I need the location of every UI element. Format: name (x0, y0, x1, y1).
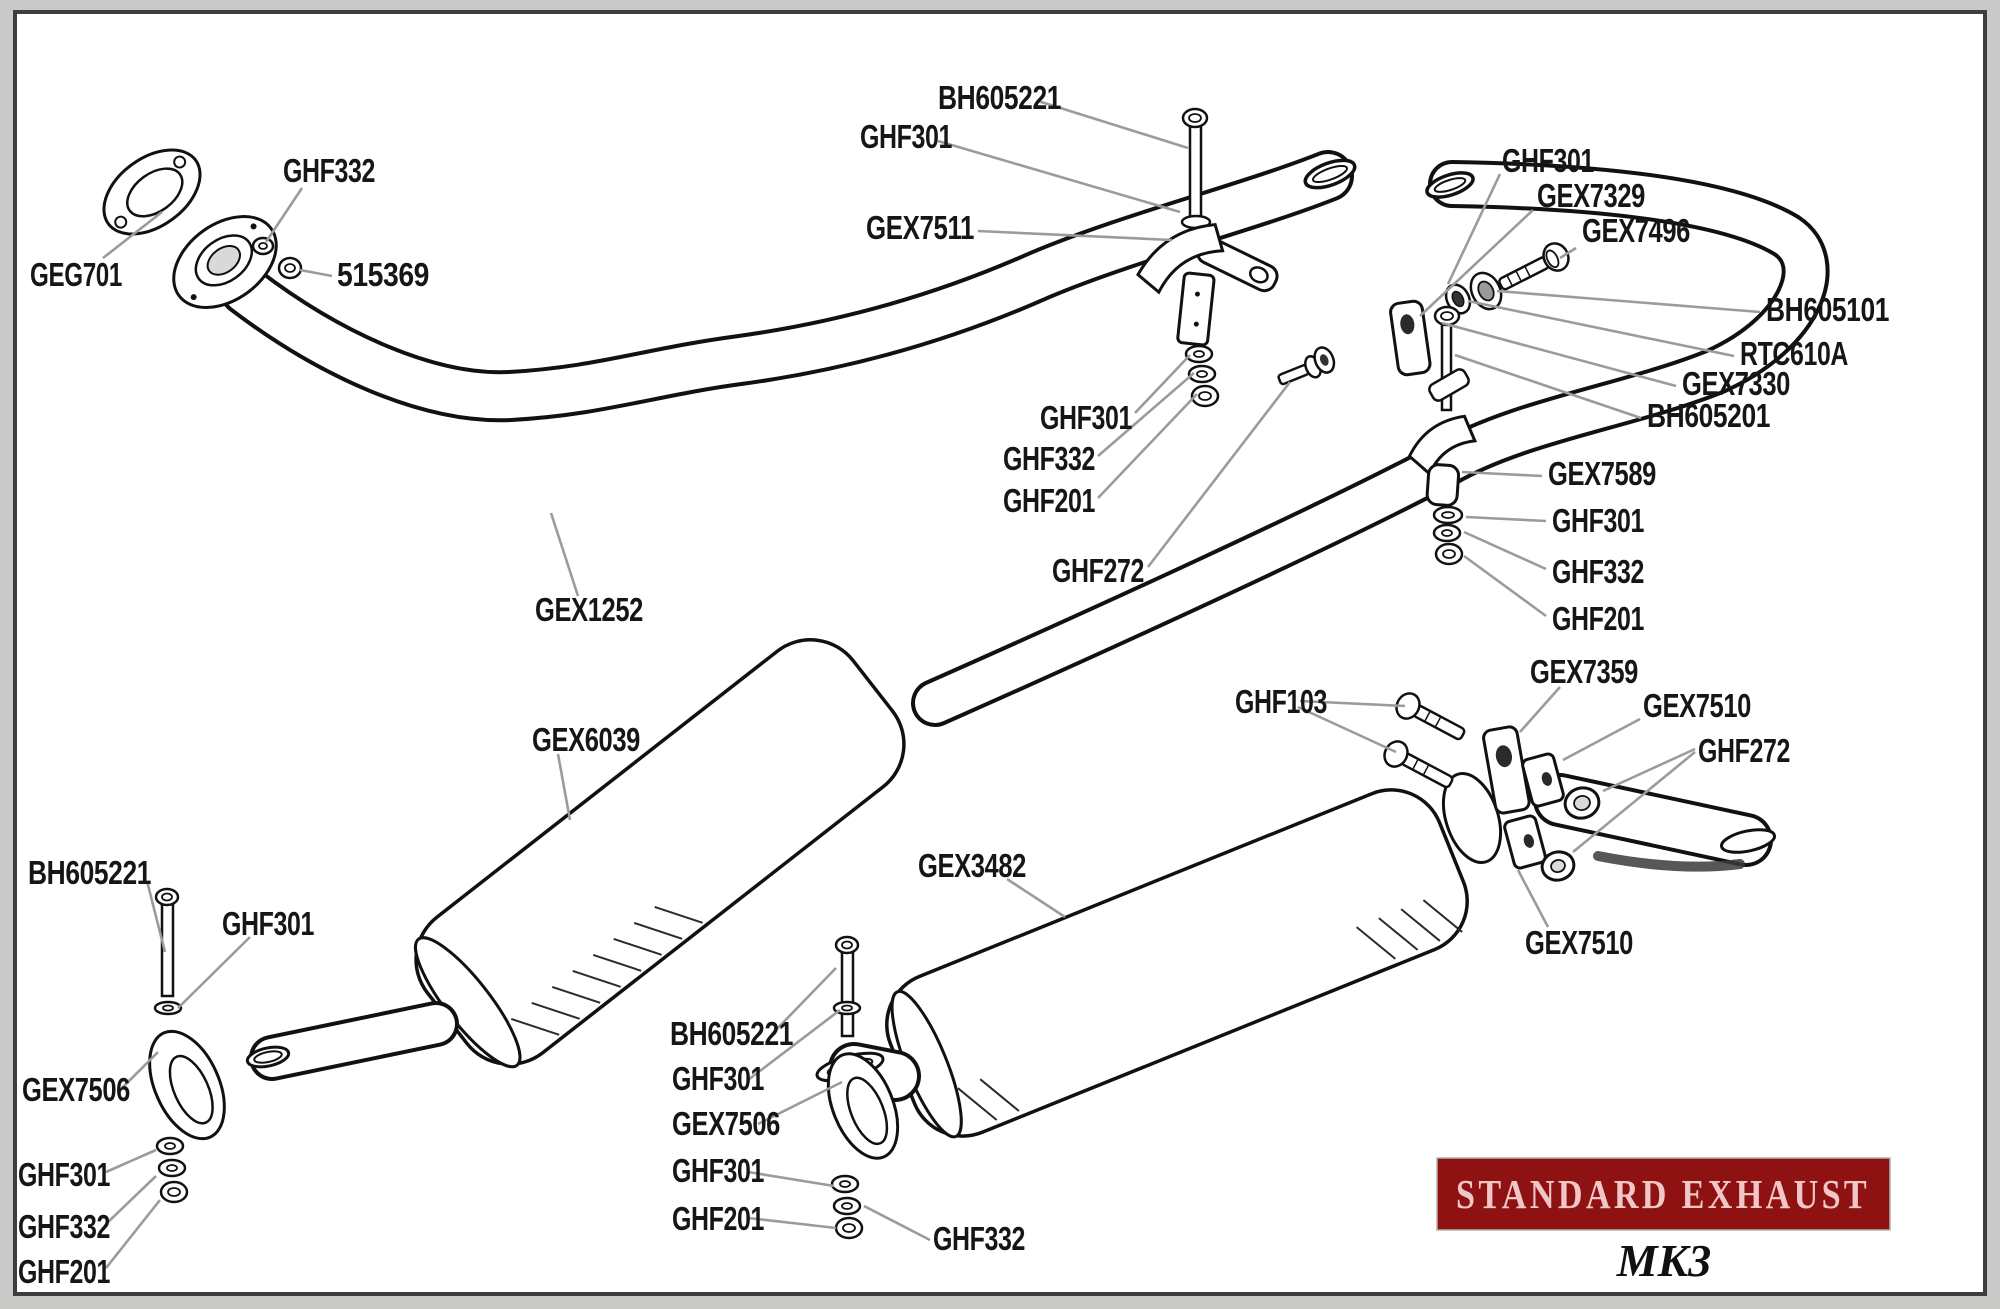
part-label-ghf332-clamp: GHF332 (1552, 553, 1644, 590)
mount-strap-gex7506-left (148, 1029, 226, 1141)
part-label-ghf301-left: GHF301 (222, 905, 314, 942)
intermediate-pipe (911, 160, 1830, 727)
mount-cup-washer-bh605101 (1469, 271, 1503, 311)
model-text: MK3 (1616, 1235, 1712, 1286)
bracket-bolt-bh605221 (1180, 107, 1212, 230)
part-label-gex7359: GEX7359 (1530, 653, 1638, 690)
part-label-ghf201-mid: GHF201 (1003, 482, 1095, 519)
mount-washer-stack-left (155, 1136, 189, 1204)
part-label-ghf332-left: GHF332 (18, 1208, 110, 1245)
flange-bolt-ghf103-2 (1383, 740, 1454, 789)
part-label-ghf301-mid2: GHF301 (672, 1060, 764, 1097)
mount-bolt-gex7496 (1498, 242, 1570, 291)
part-label-ghf301-left2: GHF301 (18, 1156, 110, 1193)
mount-washer-stack-mid (830, 1174, 864, 1240)
part-label-ghf301-top: GHF301 (860, 118, 952, 155)
title-banner-text: STANDARD EXHAUST (1456, 1171, 1870, 1217)
part-label-gex7330: GEX7330 (1682, 365, 1790, 402)
part-label-ghf272-mid: GHF272 (1052, 552, 1144, 589)
part-label-gex7510-top: GEX7510 (1643, 687, 1751, 724)
part-label-gex7329: GEX7329 (1537, 177, 1645, 214)
part-label-ghf332-top: GHF332 (283, 152, 375, 189)
page-border-frame (13, 10, 1987, 1296)
mount-strap-tab (1428, 368, 1470, 402)
part-label-rtc610a: RTC610A (1740, 335, 1848, 372)
part-label-ghf103: GHF103 (1235, 683, 1327, 720)
part-label-gex7589: GEX7589 (1548, 455, 1656, 492)
part-label-gex7511: GEX7511 (866, 209, 974, 246)
part-label-bh605221-top: BH605221 (938, 79, 1061, 116)
mount-stud-ghf272 (1277, 346, 1336, 386)
part-label-bh605101: BH605101 (1766, 291, 1889, 328)
pipe-bracket-gex7511 (1136, 222, 1279, 347)
clamp-washer-stack (1432, 505, 1464, 566)
part-label-ghf301-mid3: GHF301 (672, 1152, 764, 1189)
part-label-ghf201-mid2: GHF201 (672, 1200, 764, 1237)
part-label-gex7496: GEX7496 (1582, 212, 1690, 249)
title-banner-box (1436, 1157, 1891, 1231)
part-label-ghf272-right: GHF272 (1698, 732, 1790, 769)
part-labels: GEG701 GHF332 515369 BH605221 GHF301 GEX… (18, 79, 1890, 1290)
flange-washer-ghf332 (251, 236, 275, 256)
title-banner: STANDARD EXHAUST MK3 (1436, 1157, 1891, 1286)
front-pipe-flange (172, 215, 278, 309)
flange-bolt-ghf103-1 (1395, 692, 1466, 741)
flange-clip-gex7510-bottom (1503, 814, 1547, 870)
part-label-ghf301-right: GHF301 (1502, 142, 1594, 179)
part-label-gex3482: GEX3482 (918, 847, 1026, 884)
pipe-clamp-gex7589 (1407, 414, 1478, 507)
part-label-ghf332-mid: GHF332 (1003, 440, 1095, 477)
silencer-hatching (510, 905, 703, 1036)
part-label-ghf301-clamp: GHF301 (1552, 502, 1644, 539)
part-label-ghf201-left: GHF201 (18, 1253, 110, 1290)
part-label-gex7510-bottom: GEX7510 (1525, 924, 1633, 961)
flange-nut-ghf272-bottom (1540, 850, 1576, 882)
mount-bracket-gex7329 (1389, 299, 1432, 377)
part-label-gex6039: GEX6039 (532, 721, 640, 758)
silencer-hatching (957, 899, 1463, 1121)
flange-clip-gex7510-top (1521, 752, 1565, 808)
part-label-gex7506-mid: GEX7506 (672, 1105, 780, 1142)
manifold-gasket-geg701 (102, 148, 202, 236)
flange-nut-ghf272-top (1563, 786, 1601, 820)
mount-strap-gex7506-mid (826, 1052, 900, 1160)
part-label-bh605221-left: BH605221 (28, 854, 151, 891)
part-label-geg701: GEG701 (30, 256, 122, 293)
part-label-ghf301-mid: GHF301 (1040, 399, 1132, 436)
part-label-gex7506-left: GEX7506 (22, 1071, 130, 1108)
part-label-gex1252: GEX1252 (535, 591, 643, 628)
part-label-bh605221-mid: BH605221 (670, 1015, 793, 1052)
main-silencer-gex6039 (245, 638, 906, 1081)
mount-bolt-bh605221-left (153, 887, 183, 1016)
part-label-ghf332-mid2: GHF332 (933, 1220, 1025, 1257)
bracket-washer-stack (1184, 344, 1220, 408)
part-label-515369: 515369 (337, 256, 429, 293)
flange-nut-515369 (277, 256, 303, 280)
mount-rubber-rtc610a (1444, 283, 1472, 315)
part-label-bh605201: BH605201 (1647, 397, 1770, 434)
part-label-ghf201-clamp: GHF201 (1552, 600, 1644, 637)
leader-lines (102, 99, 1761, 1269)
